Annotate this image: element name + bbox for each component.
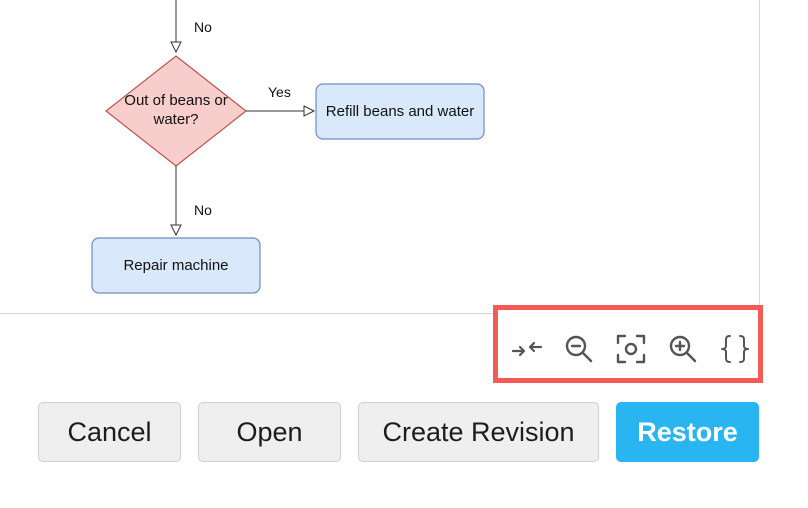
repair-node[interactable] — [91, 237, 261, 294]
create-revision-button[interactable]: Create Revision — [358, 402, 599, 462]
collapse-icon — [511, 341, 543, 357]
diagram-preview: No Yes No Out of beans or water? Refill … — [0, 0, 760, 314]
decision-label: Out of beans or water? — [124, 92, 228, 128]
repair-label: Repair machine — [123, 257, 229, 274]
zoom-in-button[interactable] — [666, 332, 700, 366]
braces-button[interactable] — [718, 332, 752, 366]
edge-label-yes: Yes — [268, 84, 291, 100]
zoom-out-icon — [565, 335, 593, 363]
open-button[interactable]: Open — [198, 402, 341, 462]
braces-icon — [721, 335, 749, 363]
zoom-in-icon — [669, 335, 697, 363]
zoom-toolbar — [493, 305, 763, 383]
cancel-button[interactable]: Cancel — [38, 402, 181, 462]
restore-button[interactable]: Restore — [616, 402, 759, 462]
fit-button[interactable] — [614, 332, 648, 366]
refill-node[interactable] — [315, 83, 485, 140]
edge-label-bottom-no: No — [194, 202, 212, 218]
edge-label-top-no: No — [194, 19, 212, 35]
refill-label: Refill beans and water — [325, 103, 475, 120]
collapse-button[interactable] — [510, 332, 544, 366]
zoom-out-button[interactable] — [562, 332, 596, 366]
diagram-canvas — [91, 0, 485, 294]
fit-icon — [616, 334, 646, 364]
